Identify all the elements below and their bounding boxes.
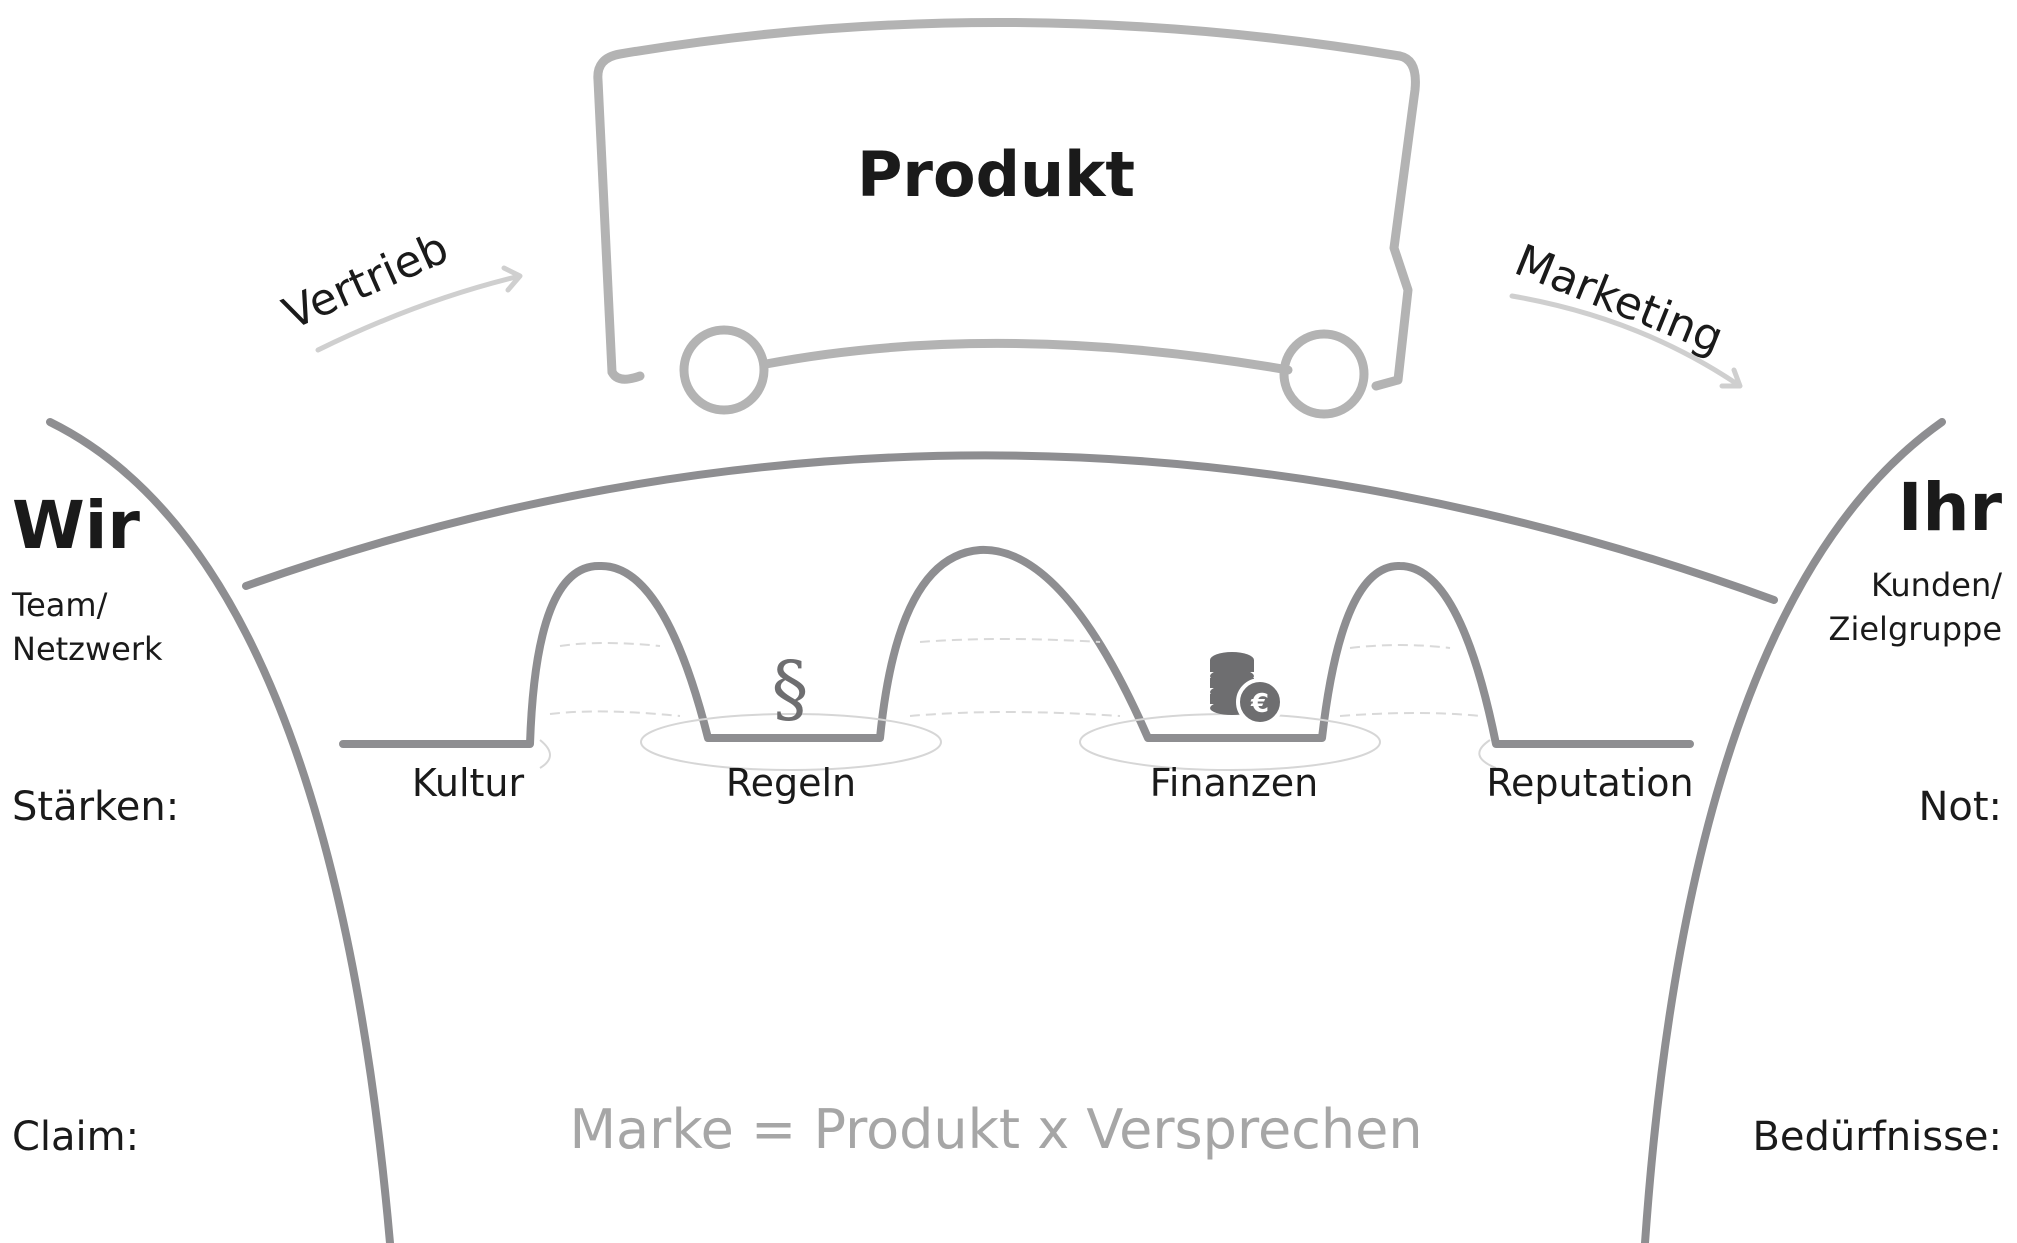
water-upper-1 [559, 642, 661, 647]
water-upper-3 [1349, 644, 1451, 649]
pillar-finanzen: Finanzen [1150, 761, 1319, 805]
euro-coins-icon: € [1210, 652, 1284, 726]
product-vehicle: Produkt [593, 18, 1420, 419]
pillar-reputation: Reputation [1486, 761, 1693, 805]
right-subtitle-line1: Kunden/ [1871, 566, 2002, 604]
svg-text:€: € [1250, 689, 1269, 719]
vertrieb-flow: Vertrieb [276, 223, 523, 353]
water-lower-2 [909, 711, 1121, 717]
marketing-flow: Marketing [1508, 235, 1743, 389]
left-subtitle-line2: Netzwerk [12, 630, 163, 668]
vehicle-wheel-right [1279, 329, 1369, 419]
water-lower-3 [1339, 712, 1481, 717]
vertrieb-label: Vertrieb [276, 223, 456, 341]
right-side: Ihr Kunden/ Zielgruppe Not: Bedürfnisse: [1752, 469, 2002, 1160]
ripple-kultur [539, 739, 551, 769]
bridge-deck [242, 451, 1778, 604]
claim-label: Claim: [12, 1114, 139, 1160]
ripple-reputation [1478, 739, 1497, 769]
bridge [46, 418, 1946, 1243]
vehicle-wheel-left [679, 325, 769, 415]
water-lower-1 [549, 710, 681, 717]
strengths-label: Stärken: [12, 784, 179, 830]
left-side: Wir Team/ Netzwerk Stärken: Claim: [11, 487, 179, 1160]
product-label: Produkt [857, 138, 1135, 211]
pillar-kultur: Kultur [412, 761, 525, 805]
right-title: Ihr [1898, 469, 2003, 546]
brand-formula: Marke = Produkt x Versprechen [569, 1098, 1422, 1161]
right-subtitle-line2: Zielgruppe [1829, 610, 2002, 648]
left-subtitle-line1: Team/ [11, 586, 108, 624]
vehicle-underside [607, 338, 1293, 384]
left-title: Wir [12, 487, 140, 564]
svg-text:§: § [772, 646, 809, 732]
bridge-arches [339, 545, 1694, 748]
pillar-regeln: Regeln [726, 761, 856, 805]
vertrieb-arrow [315, 265, 523, 353]
bridge-right-cliff [1641, 418, 1946, 1243]
paragraph-icon: § [772, 646, 809, 732]
vehicle-body [593, 18, 1420, 391]
water-upper-2 [919, 638, 1101, 643]
bridge-left-cliff [46, 418, 394, 1243]
need-label: Not: [1918, 784, 2002, 830]
ripple-regeln [640, 713, 942, 771]
needs-label: Bedürfnisse: [1752, 1114, 2002, 1160]
marketing-arrow [1509, 293, 1743, 389]
